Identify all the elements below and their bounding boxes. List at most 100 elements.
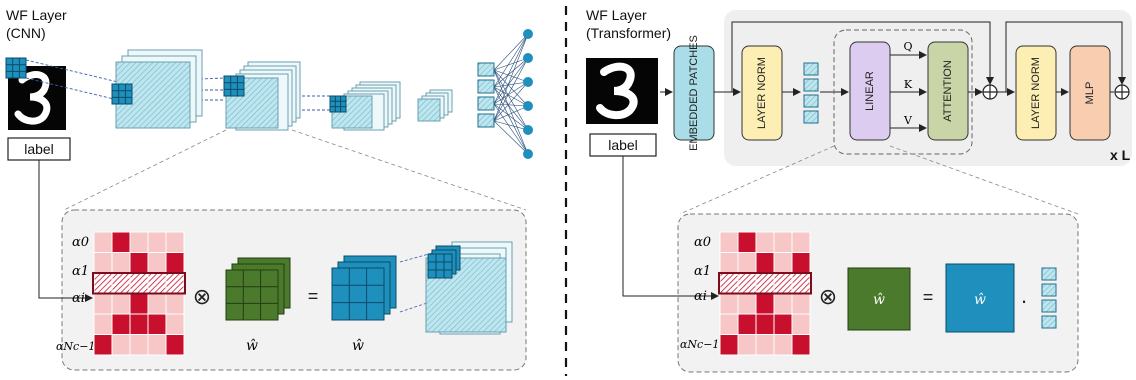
left-title-line1: WF Layer xyxy=(6,7,67,23)
right-label-text: label xyxy=(608,137,638,153)
matrix-cell xyxy=(111,313,131,335)
left-fc-layer xyxy=(477,29,533,159)
right-w-hat-blue: ŵ xyxy=(974,292,986,308)
matrix-cell xyxy=(147,293,167,315)
matrix-cell xyxy=(93,334,113,356)
attention-label: ATTENTION xyxy=(942,60,954,122)
matrix-cell xyxy=(755,231,775,253)
left-feature-map-2 xyxy=(223,61,301,131)
matrix-cell xyxy=(147,272,167,294)
left-feature-map-1 xyxy=(111,49,203,129)
mlp-label: MLP xyxy=(1084,82,1096,105)
linear-label: LINEAR xyxy=(864,71,876,111)
left-feature-map-4 xyxy=(417,89,453,122)
skip-connection-1 xyxy=(731,21,994,92)
matrix-cell xyxy=(755,334,775,356)
left-green-kernel-stack xyxy=(225,257,291,321)
matrix-cell xyxy=(129,272,149,294)
left-applied-feature-map xyxy=(399,241,513,335)
q-label: Q xyxy=(903,40,912,53)
matrix-cell xyxy=(147,231,167,253)
matrix-cell xyxy=(129,334,149,356)
matrix-cell xyxy=(719,334,739,356)
matrix-cell xyxy=(147,252,167,274)
matrix-selected-row xyxy=(92,272,186,295)
left-w-hat-blue: ŵ xyxy=(352,338,364,354)
matrix-cell xyxy=(165,231,185,253)
matrix-cell xyxy=(773,252,793,274)
matrix-cell xyxy=(719,231,739,253)
matrix-cell xyxy=(755,293,775,315)
matrix-cell xyxy=(93,313,113,335)
linear-block xyxy=(849,41,891,141)
left-alpha-nc: αNc−1 xyxy=(56,340,95,353)
matrix-cell xyxy=(165,293,185,315)
linear-highlight-box xyxy=(833,29,973,155)
right-zoom-line-b xyxy=(889,145,1079,215)
right-blue-weight xyxy=(945,263,1015,333)
matrix-cell xyxy=(791,334,811,356)
matrix-cell xyxy=(147,313,167,335)
right-w-hat-green: ŵ xyxy=(873,292,885,308)
matrix-cell xyxy=(791,272,811,294)
matrix-cell xyxy=(719,272,739,294)
matrix-cell xyxy=(737,272,757,294)
left-w-hat-green: ŵ xyxy=(246,338,258,354)
layer-norm-2-block xyxy=(1015,45,1057,141)
matrix-cell xyxy=(93,272,113,294)
right-input-image xyxy=(586,58,658,124)
matrix-cell xyxy=(129,313,149,335)
matrix-cell xyxy=(755,272,775,294)
left-equals: = xyxy=(308,286,319,306)
left-zoom-line-b xyxy=(291,129,527,211)
matrix-cell xyxy=(165,272,185,294)
matrix-cell xyxy=(93,252,113,274)
matrix-cell xyxy=(93,231,113,253)
right-title-line2: (Transformer) xyxy=(586,25,671,41)
left-otimes: ⊗ xyxy=(193,284,211,309)
left-alpha-matrix xyxy=(92,231,186,356)
mlp-block xyxy=(1069,45,1111,141)
matrix-cell xyxy=(791,293,811,315)
right-alpha-nc: αNc−1 xyxy=(680,338,719,351)
right-alpha-1: α1 xyxy=(694,264,711,279)
matrix-cell xyxy=(111,252,131,274)
left-label-text: label xyxy=(24,141,54,157)
right-alpha-i: αi xyxy=(694,289,707,304)
matrix-cell xyxy=(737,313,757,335)
skip-connection-2 xyxy=(1005,21,1126,92)
matrix-cell xyxy=(93,293,113,315)
matrix-cell xyxy=(129,231,149,253)
matrix-cell xyxy=(773,334,793,356)
matrix-cell xyxy=(755,252,775,274)
matrix-cell xyxy=(755,313,775,335)
left-title-line2: (CNN) xyxy=(6,25,46,41)
right-dot: · xyxy=(1020,288,1027,313)
matrix-cell xyxy=(791,231,811,253)
left-input-image xyxy=(5,57,66,130)
right-equals: = xyxy=(923,287,934,307)
matrix-cell xyxy=(773,272,793,294)
left-zoom-line-a xyxy=(63,129,227,211)
matrix-cell xyxy=(737,252,757,274)
attention-block xyxy=(927,41,969,141)
matrix-cell xyxy=(773,313,793,335)
matrix-cell xyxy=(737,334,757,356)
right-alpha-matrix xyxy=(718,231,812,356)
k-label: K xyxy=(904,78,913,91)
layer-norm-2-label: LAYER NORM xyxy=(1030,57,1042,129)
right-otimes: ⊗ xyxy=(819,284,837,309)
add-node-2 xyxy=(1114,84,1130,100)
layer-norm-1-block xyxy=(741,45,783,141)
left-label-arrow xyxy=(38,160,93,302)
add-node-1 xyxy=(982,84,998,100)
right-green-weight xyxy=(847,267,911,331)
matrix-cell xyxy=(165,313,185,335)
right-zoom-line-a xyxy=(679,145,835,215)
token-stack-1 xyxy=(803,62,819,124)
matrix-cell xyxy=(111,334,131,356)
matrix-cell xyxy=(129,293,149,315)
matrix-selected-row xyxy=(718,272,812,295)
matrix-cell xyxy=(719,252,739,274)
